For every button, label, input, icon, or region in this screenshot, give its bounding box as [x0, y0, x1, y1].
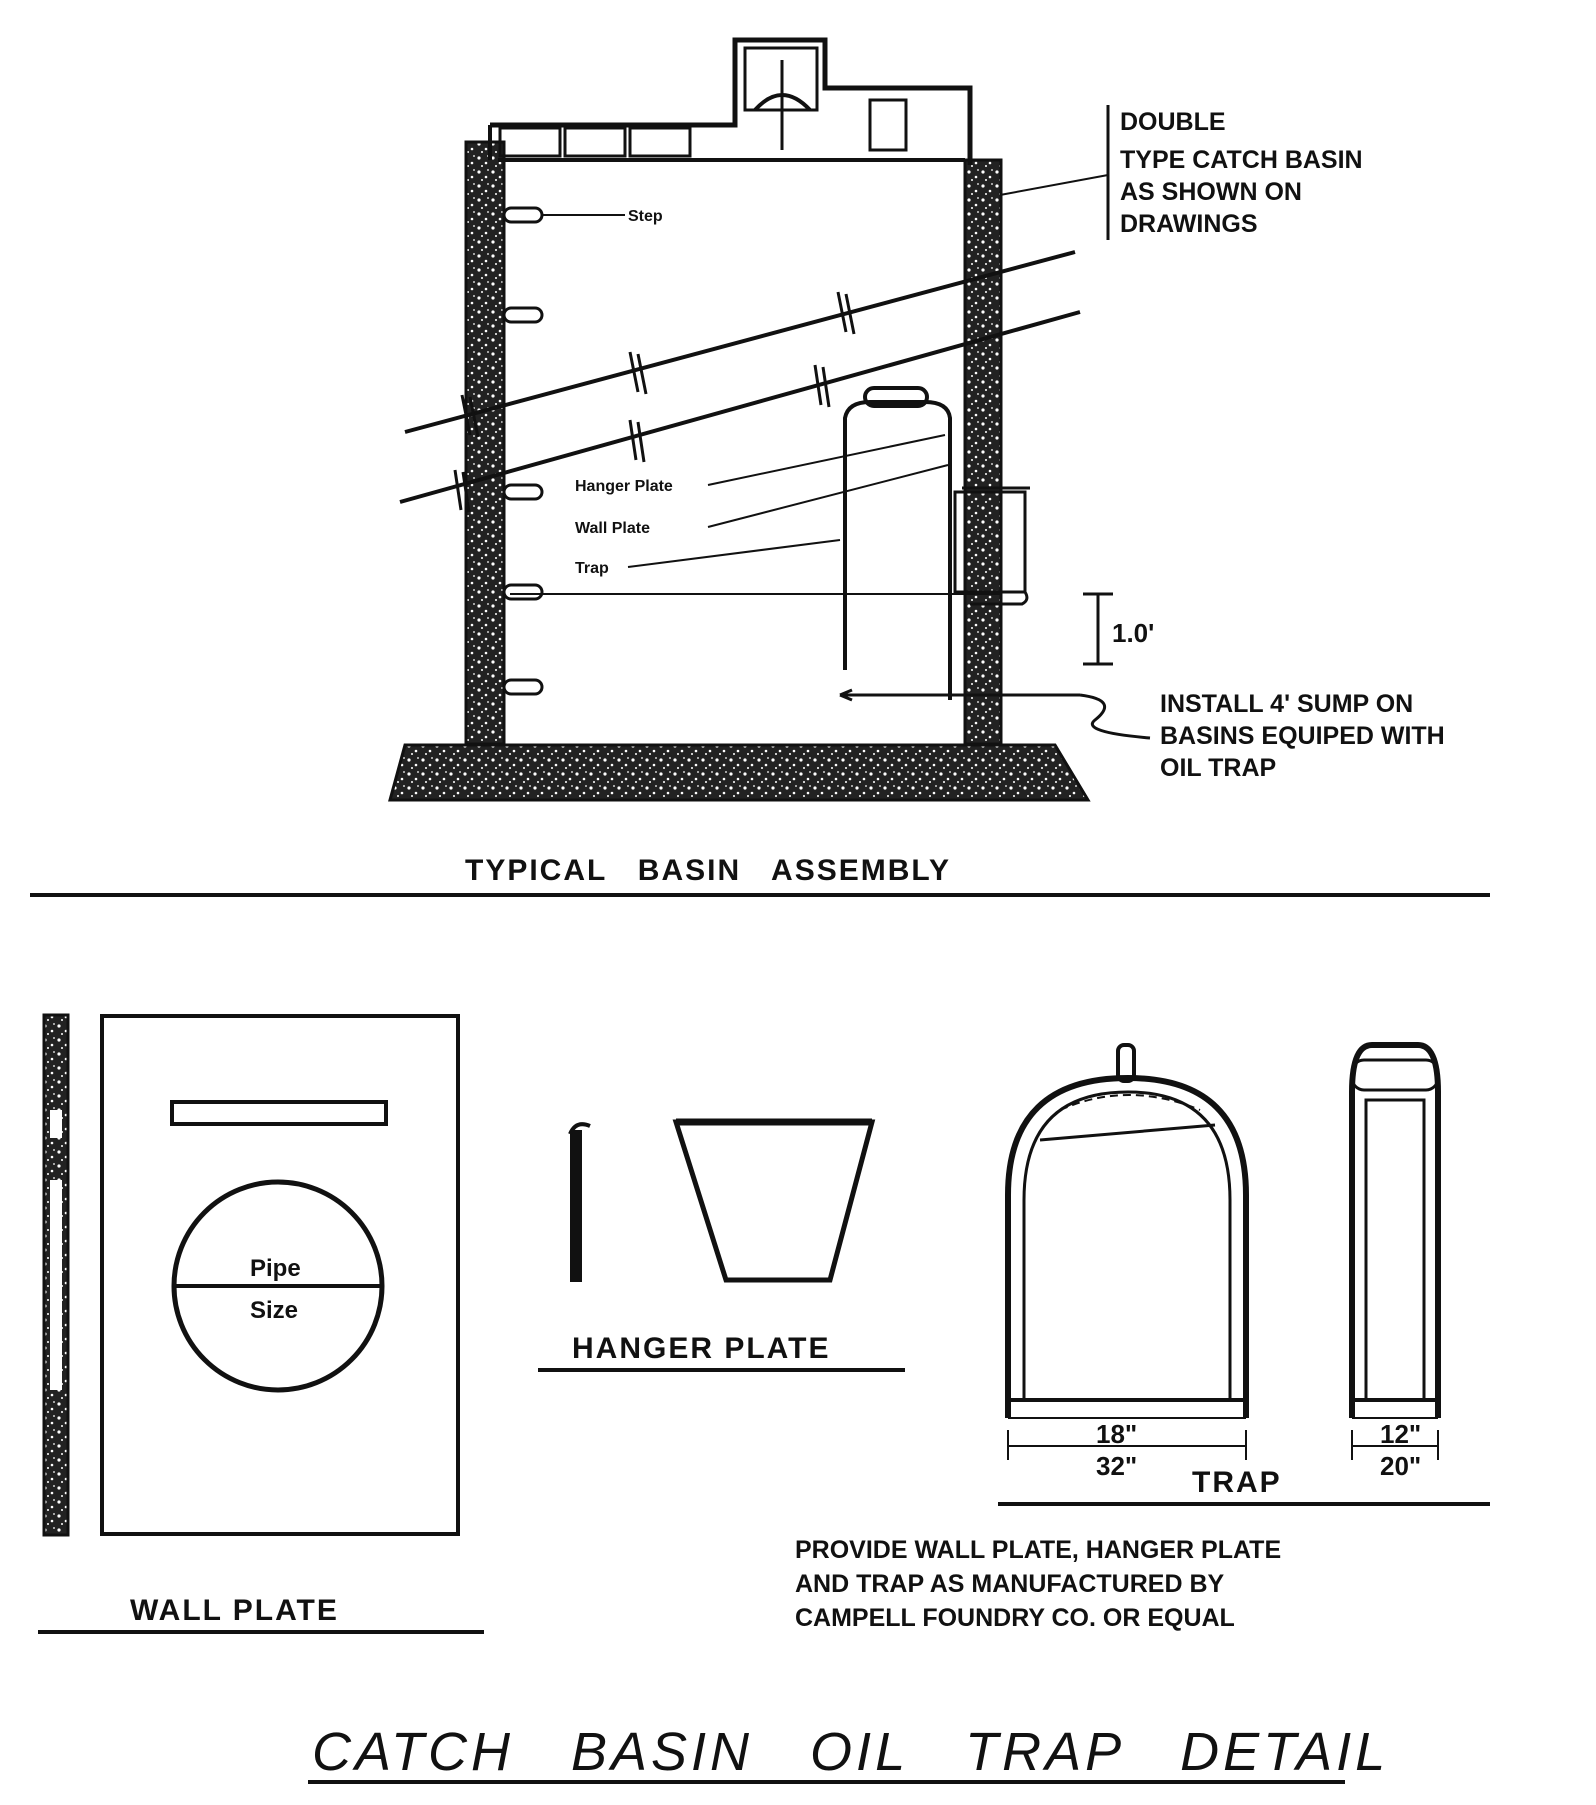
wall-plate-slot: [170, 1100, 388, 1126]
trap-side-dim-outer: 20": [1380, 1451, 1421, 1481]
dimension-1-0: 1.0': [1083, 592, 1154, 666]
trap-front-view: [1005, 1074, 1249, 1418]
trap-front-dim-outer: 32": [1096, 1451, 1137, 1481]
wall-plate-face: [100, 1014, 460, 1536]
title-wall-plate: WALL PLATE: [130, 1594, 339, 1627]
callout-line-3: AS SHOWN ON: [1120, 178, 1302, 206]
callout-line-2: TYPE CATCH BASIN: [1120, 146, 1363, 174]
main-title: CATCH BASIN OIL TRAP DETAIL: [312, 1722, 1389, 1782]
note-line-1: PROVIDE WALL PLATE, HANGER PLATE: [795, 1536, 1281, 1564]
note-line-2: AND TRAP AS MANUFACTURED BY: [795, 1570, 1225, 1598]
basin-steps: [502, 206, 544, 696]
label-wall-plate-small: Wall Plate: [575, 520, 650, 537]
basin-top-slab: [488, 37, 973, 165]
basin-right-wall: [963, 158, 1003, 746]
sump-callout-line-2: BASINS EQUIPED WITH: [1160, 722, 1445, 750]
trap-side-dim-inner: 12": [1380, 1419, 1421, 1449]
sump-callout: INSTALL 4' SUMP ON BASINS EQUIPED WITH O…: [1160, 690, 1452, 782]
label-hanger-plate-small: Hanger Plate: [575, 478, 673, 495]
title-trap: TRAP: [1192, 1466, 1282, 1499]
double-type-callout: DOUBLE TYPE CATCH BASIN AS SHOWN ON DRAW…: [1120, 108, 1370, 238]
sump-callout-line-1: INSTALL 4' SUMP ON: [1160, 690, 1413, 718]
callout-line-4: DRAWINGS: [1120, 210, 1258, 238]
manufacturer-note: PROVIDE WALL PLATE, HANGER PLATE AND TRA…: [795, 1536, 1288, 1632]
pipe-label-top: Pipe: [250, 1255, 301, 1282]
trap-detail: 18" 32" 12" 20" TRAP PROVIDE WALL PLATE,…: [795, 1042, 1490, 1632]
callout-line-1: DOUBLE: [1120, 108, 1226, 136]
sump-callout-line-3: OIL TRAP: [1160, 754, 1276, 782]
basin-footing: [388, 743, 1091, 802]
trap-front-dim-inner: 18": [1096, 1419, 1137, 1449]
label-step: Step: [628, 208, 663, 225]
title-hanger-plate: HANGER PLATE: [572, 1332, 830, 1365]
basin-trap: [843, 386, 1030, 700]
pipe-label-bottom: Size: [250, 1297, 298, 1324]
typical-basin-assembly: Step Hanger Plate Wall Plate Trap: [388, 37, 1452, 887]
wall-plate-detail: Pipe Size WALL PLATE: [38, 1013, 484, 1634]
hanger-plate-edge-view: [570, 1130, 582, 1282]
title-typical-basin-assembly: TYPICAL BASIN ASSEMBLY: [465, 854, 951, 887]
inlet-pipe: [399, 250, 1081, 513]
basin-left-wall: [464, 140, 506, 746]
hanger-plate-detail: HANGER PLATE: [538, 1118, 905, 1372]
label-trap-small: Trap: [575, 560, 609, 577]
dimension-1-0-label: 1.0': [1112, 618, 1154, 648]
hanger-plate-face: [672, 1119, 876, 1283]
note-line-3: CAMPELL FOUNDRY CO. OR EQUAL: [795, 1604, 1235, 1632]
